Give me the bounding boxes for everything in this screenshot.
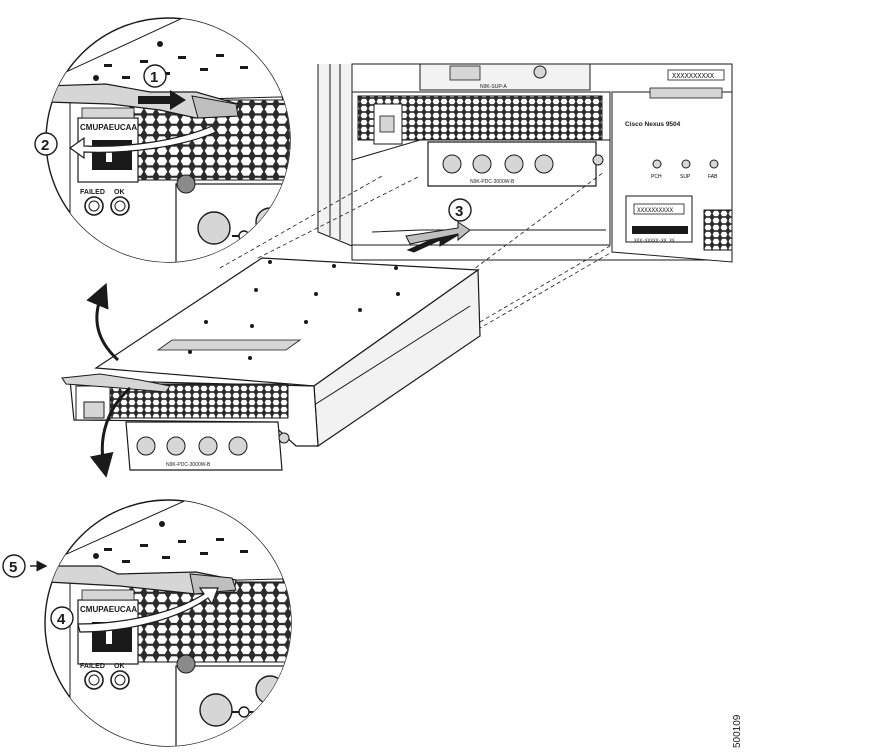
slide-arrow (138, 90, 186, 110)
cmupaeucaa-top: CMUPAEUCAA (80, 123, 137, 132)
callout-3-circle (448, 198, 472, 222)
callout-2: 2 (41, 137, 49, 154)
detail-top: CMUPAEUCAA FAILED OK 1 2 (34, 17, 291, 263)
serial-mid: XXXXXXXXXX (637, 207, 674, 214)
callout-1-circle (143, 64, 167, 88)
callout-3: 3 (455, 203, 463, 220)
callout-5-circle (2, 554, 26, 578)
callout-4-circle (50, 606, 74, 630)
detail-bottom: CMUPAEUCAA FAILED OK 5 4 (2, 499, 292, 747)
fail-label-top: FAILED (80, 189, 105, 196)
power-supply-module: N9K-PDC-3000W-B (61, 257, 481, 478)
swing-arrow-bottom (77, 587, 219, 633)
ok-label-top: OK (114, 189, 125, 196)
led-label-3: FAB (708, 174, 718, 180)
callout-2-circle (34, 132, 58, 156)
lower-arrow (89, 386, 132, 478)
fail-label-bottom: FAILED (80, 663, 105, 670)
chassis: N9K-SUP-A N9K-PDC-3000W-B XXXXXXXXXX Cis… (317, 63, 733, 263)
serial-top: XXXXXXXXXX (672, 72, 715, 80)
figure-id: 500109 (732, 714, 743, 748)
psu-model-mid: N9K-PDC-3000W-B (166, 462, 211, 468)
led-label-1: PCH (651, 174, 662, 180)
swing-arrow-top (68, 125, 217, 160)
ok-label-bottom: OK (114, 663, 125, 670)
cmupaeucaa-bottom: CMUPAEUCAA (80, 605, 137, 614)
sup-module-label: N9K-SUP-A (480, 84, 507, 90)
psu-model-top: N9K-PDC-3000W-B (470, 179, 515, 185)
callout-5: 5 (9, 559, 17, 576)
lift-arrow (86, 282, 120, 362)
callout-4: 4 (57, 611, 66, 628)
serial-bar: XXX-XXXXX-XX XX (634, 238, 675, 244)
led-label-2: SUP (680, 174, 691, 180)
callout-1: 1 (150, 69, 158, 86)
chassis-brand: Cisco Nexus 9504 (625, 121, 681, 128)
